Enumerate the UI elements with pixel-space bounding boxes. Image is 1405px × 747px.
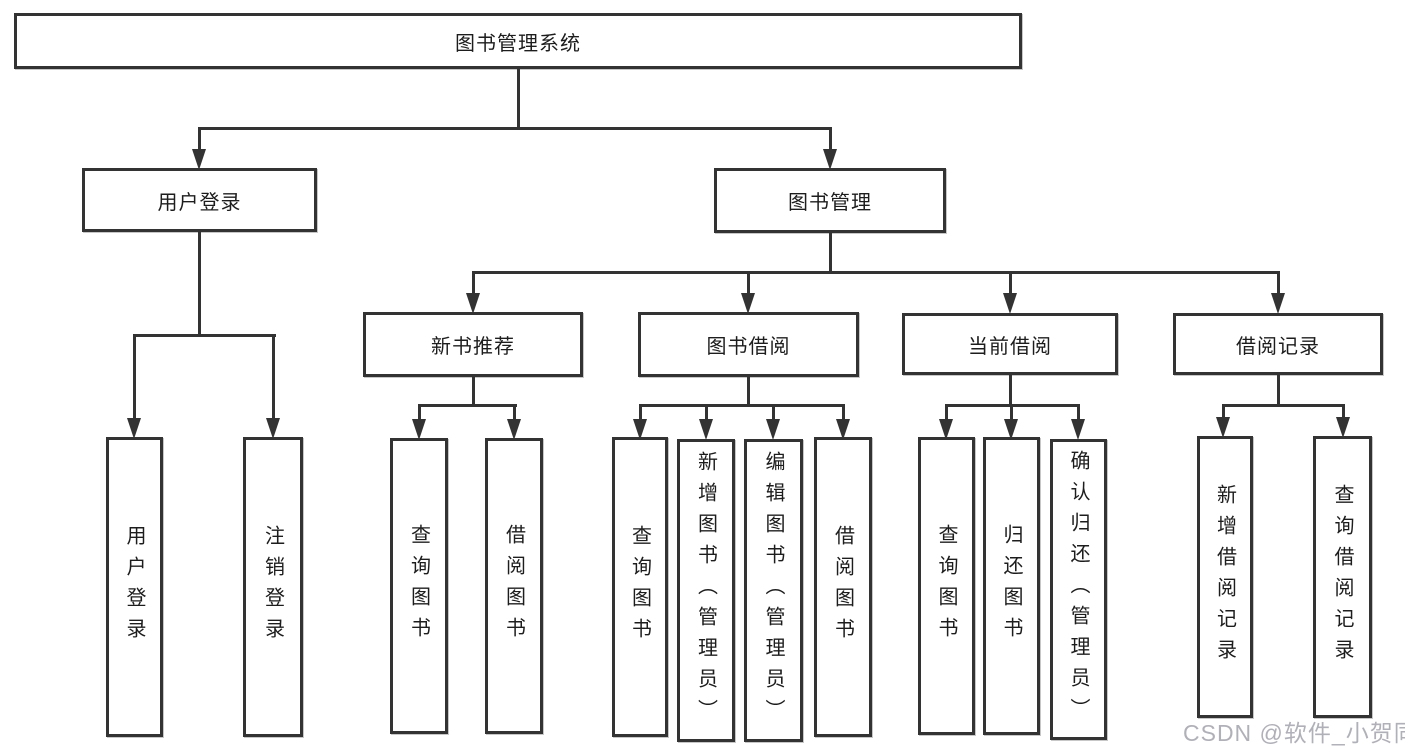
connector-line <box>417 404 421 421</box>
leaf-add-borrow-record: 新增借阅记录 <box>1197 436 1253 718</box>
connector-line <box>417 404 517 407</box>
arrow-down-icon <box>1336 417 1350 438</box>
arrow-down-icon <box>1216 417 1230 438</box>
node-label: 注销登录 <box>261 525 284 649</box>
connector-line <box>1009 404 1013 421</box>
connector-line <box>471 271 475 295</box>
connector-line <box>516 69 520 129</box>
arrow-down-icon <box>1003 293 1017 314</box>
node-label: 当前借阅 <box>968 335 1052 358</box>
connector-line <box>1076 404 1080 421</box>
node-label: 新增图书（管理员） <box>694 451 717 730</box>
connector-line <box>197 232 201 337</box>
leaf-query-borrow-record: 查询借阅记录 <box>1313 436 1372 718</box>
leaf-query-books-recommend: 查询图书 <box>390 438 448 734</box>
node-root: 图书管理系统 <box>14 13 1022 69</box>
connector-line <box>828 232 832 274</box>
arrow-down-icon <box>1271 293 1285 314</box>
connector-line <box>771 404 775 421</box>
node-label: 编辑图书（管理员） <box>762 451 784 730</box>
node-current-borrow: 当前借阅 <box>902 313 1118 375</box>
node-label: 图书借阅 <box>706 336 791 358</box>
arrow-down-icon <box>823 149 837 170</box>
node-book-management: 图书管理 <box>714 168 946 233</box>
connector-line <box>944 404 948 421</box>
arrow-down-icon <box>939 419 953 440</box>
connector-line <box>638 404 845 407</box>
node-borrow-records: 借阅记录 <box>1173 313 1383 375</box>
node-label: 查询借阅记录 <box>1331 484 1353 670</box>
arrow-down-icon <box>507 419 521 440</box>
node-label: 借阅图书 <box>831 525 854 649</box>
connector-line <box>271 334 275 422</box>
connector-line <box>841 404 845 421</box>
leaf-borrow-books: 借阅图书 <box>814 437 872 737</box>
connector-line <box>1276 271 1280 295</box>
connector-line <box>197 127 201 152</box>
arrow-down-icon <box>466 293 480 314</box>
node-label: 归还图书 <box>1000 524 1022 648</box>
leaf-confirm-return-admin: 确认归还（管理员） <box>1050 439 1107 740</box>
connector-line <box>512 404 516 421</box>
leaf-edit-book-admin: 编辑图书（管理员） <box>744 439 803 742</box>
leaf-borrow-books-recommend: 借阅图书 <box>485 438 543 734</box>
connector-line <box>471 377 475 407</box>
arrow-down-icon <box>1071 419 1085 440</box>
node-user-login: 用户登录 <box>82 168 317 232</box>
arrow-down-icon <box>633 419 647 440</box>
connector-line <box>638 404 642 421</box>
leaf-query-books-borrow: 查询图书 <box>612 437 668 737</box>
arrow-down-icon <box>127 418 141 439</box>
node-label: 新书推荐 <box>431 336 515 358</box>
connector-line <box>197 127 832 130</box>
connector-line <box>1221 404 1345 407</box>
node-new-book-recommend: 新书推荐 <box>363 312 583 377</box>
arrow-down-icon <box>266 418 280 439</box>
arrow-down-icon <box>699 419 713 440</box>
node-label: 图书管理系统 <box>455 32 581 55</box>
leaf-query-books-current: 查询图书 <box>918 437 975 735</box>
connector-line <box>746 377 750 407</box>
arrow-down-icon <box>741 293 755 314</box>
connector-line <box>132 334 136 422</box>
node-label: 借阅图书 <box>502 524 525 648</box>
node-label: 确认归还（管理员） <box>1067 450 1089 729</box>
node-label: 查询图书 <box>628 525 651 649</box>
arrow-down-icon <box>836 419 850 440</box>
connector-line <box>1008 271 1012 295</box>
arrow-down-icon <box>192 149 206 170</box>
connector-line <box>828 127 832 152</box>
leaf-user-login: 用户登录 <box>106 437 163 737</box>
connector-line <box>1008 375 1012 407</box>
leaf-logout: 注销登录 <box>243 437 303 737</box>
connector-line <box>746 271 750 295</box>
connector-line <box>132 334 276 337</box>
node-book-borrow: 图书借阅 <box>638 312 859 377</box>
connector-line <box>704 404 708 421</box>
arrow-down-icon <box>412 419 426 440</box>
leaf-return-book: 归还图书 <box>983 437 1040 735</box>
leaf-add-book-admin: 新增图书（管理员） <box>677 439 735 742</box>
node-label: 查询图书 <box>935 524 957 648</box>
watermark: CSDN @软件_小贺同学 <box>1183 720 1405 746</box>
node-label: 新增借阅记录 <box>1213 484 1236 670</box>
node-label: 用户登录 <box>123 525 145 649</box>
node-label: 图书管理 <box>788 192 872 214</box>
connector-line <box>1341 404 1345 420</box>
node-label: 借阅记录 <box>1236 335 1320 358</box>
arrow-down-icon <box>1004 419 1018 440</box>
arrow-down-icon <box>766 419 780 440</box>
node-label: 用户登录 <box>157 191 242 214</box>
connector-line <box>1276 375 1280 405</box>
connector-line <box>1221 404 1225 420</box>
node-label: 查询图书 <box>407 524 430 648</box>
connector-line <box>471 271 1280 274</box>
